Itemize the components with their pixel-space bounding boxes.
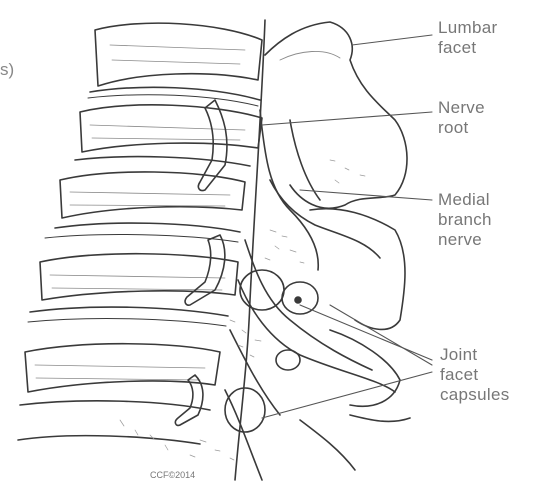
label-medial-branch-nerve: Medial branch nerve bbox=[438, 190, 492, 250]
label-line: Lumbar bbox=[438, 18, 497, 38]
label-line: facet bbox=[438, 38, 497, 58]
vertebral-body-1 bbox=[95, 23, 262, 86]
label-line: Nerve bbox=[438, 98, 485, 118]
label-line: Joint bbox=[440, 345, 510, 365]
label-line: facet bbox=[440, 365, 510, 385]
vertebral-body-4 bbox=[40, 254, 238, 300]
figure-credit: CCF©2014 bbox=[150, 470, 195, 480]
cropped-left-text: s) bbox=[0, 60, 14, 80]
capsule-middle bbox=[240, 270, 284, 310]
label-line: root bbox=[438, 118, 485, 138]
label-nerve-root: Nerve root bbox=[438, 98, 485, 138]
leader-capsule-1 bbox=[300, 305, 432, 360]
vertebral-body-2 bbox=[80, 105, 262, 152]
label-line: Medial bbox=[438, 190, 492, 210]
label-joint-facet-capsules: Joint facet capsules bbox=[440, 345, 510, 405]
capsule-lower bbox=[225, 388, 265, 432]
label-line: branch bbox=[438, 210, 492, 230]
nerve-root-middle bbox=[185, 235, 225, 305]
label-line: capsules bbox=[440, 385, 510, 405]
leader-capsule-3 bbox=[262, 372, 432, 418]
label-line: nerve bbox=[438, 230, 492, 250]
capsule-small bbox=[276, 350, 300, 370]
vertebral-body-3 bbox=[60, 172, 245, 218]
label-lumbar-facet: Lumbar facet bbox=[438, 18, 497, 58]
leader-lumbar-facet bbox=[352, 35, 432, 45]
leader-nerve-root bbox=[262, 112, 432, 125]
